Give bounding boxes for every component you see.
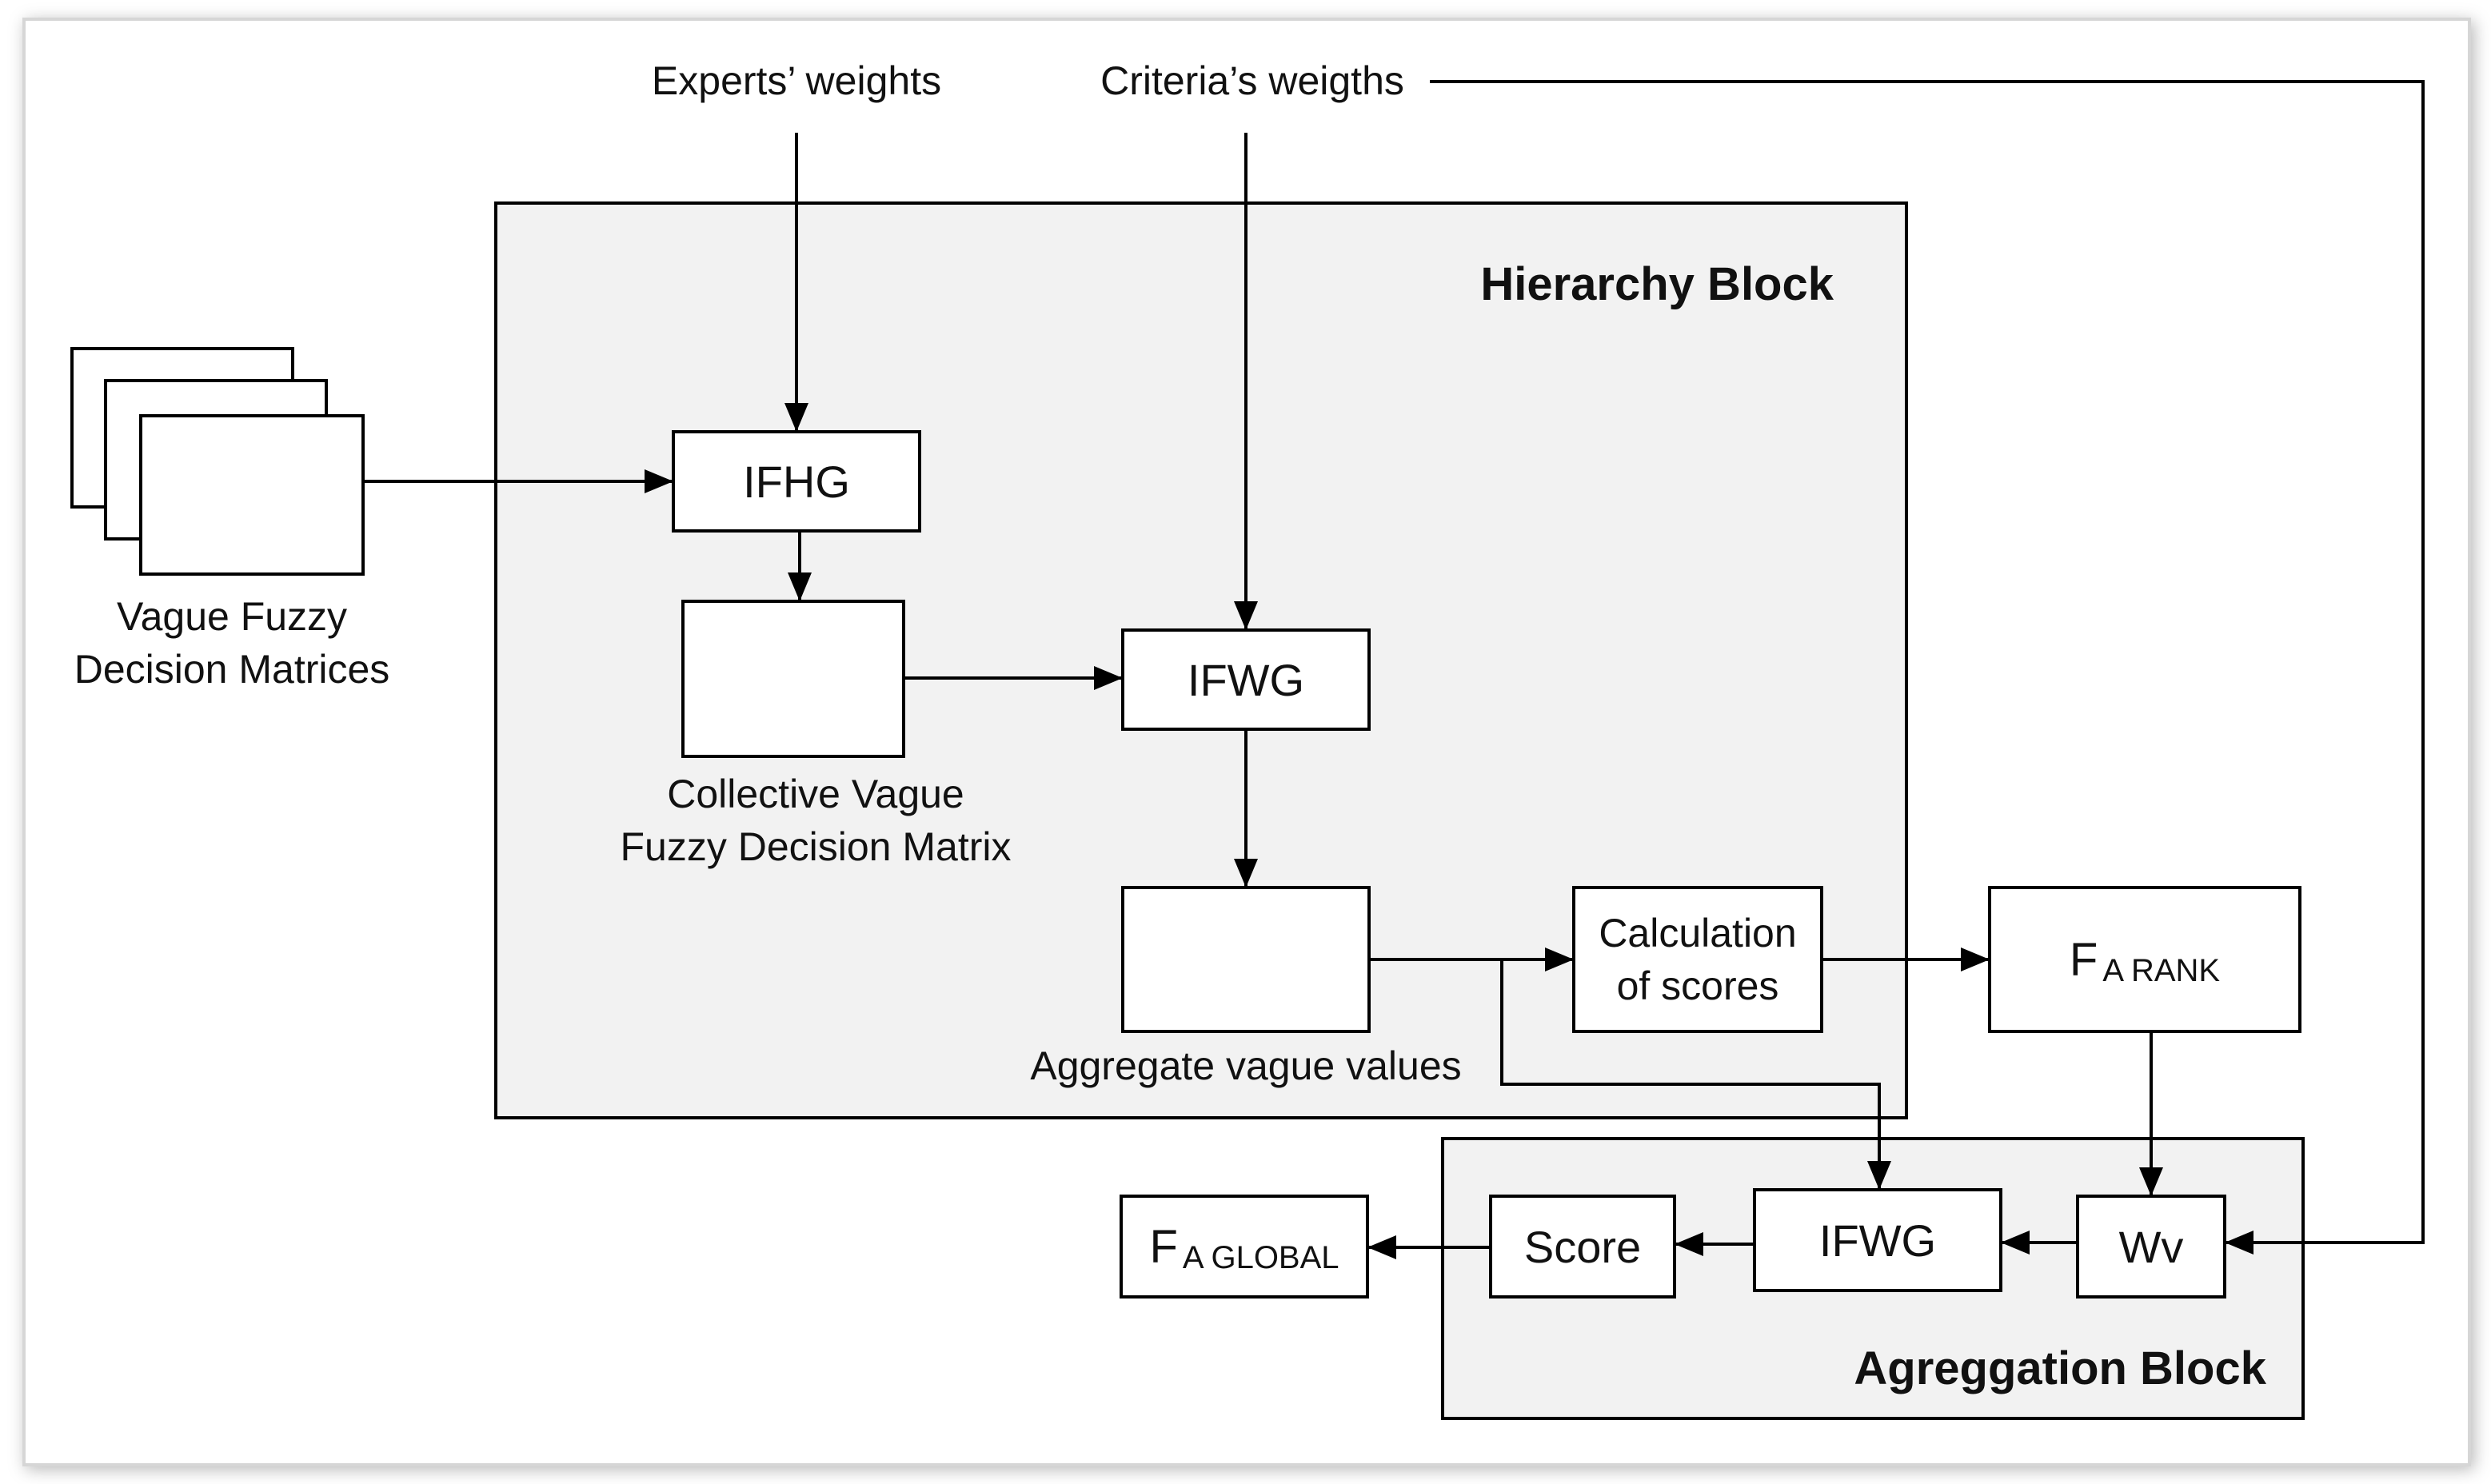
aggregation-block-title: Agreggation Block [1854,1342,2266,1394]
calculation-line2: of scores [1616,963,1779,1008]
collective-matrix-line2: Fuzzy Decision Matrix [620,824,1012,869]
score-label: Score [1523,1221,1642,1272]
collective-matrix-box [681,600,905,758]
matrices-label-line1: Vague Fuzzy [116,594,348,639]
ifwg-label: IFWG [1187,654,1305,705]
calculation-label: Calculation of scores [1574,888,1822,1031]
aggregate-values-box [1121,886,1371,1033]
global-subscript: A GLOBAL [1182,1239,1339,1275]
hierarchy-block-title: Hierarchy Block [1480,258,1834,310]
ifwg-aggregation-box [1753,1188,2002,1292]
matrices-label: Vague Fuzzy Decision Matrices [48,590,416,696]
global-main: F [1149,1220,1178,1273]
experts-weights-label: Experts’ weights [651,58,942,103]
wv-label: Wv [2118,1221,2184,1272]
ifhg-label: IFHG [743,456,850,507]
global-box [1120,1195,1369,1298]
rank-main: F [2069,933,2098,986]
criteria-weights-label: Criteria’s weigths [1100,58,1404,103]
wv-box [2076,1195,2226,1298]
matrices-label-line2: Decision Matrices [74,647,390,692]
matrix-sheet-front [139,414,365,576]
rank-box [1988,886,2301,1033]
aggregate-to-ifwg-arrow [1500,959,1891,1190]
criteria-to-wv-arrow [1430,80,2425,1255]
aggregate-values-label: Aggregate vague values [1030,1043,1462,1088]
calculation-line1: Calculation [1599,911,1797,955]
collective-matrix-line1: Collective Vague [667,772,964,816]
collective-matrix-label: Collective Vague Fuzzy Decision Matrix [592,768,1040,873]
ifhg-box [672,430,921,533]
rank-subscript: A RANK [2102,952,2221,988]
ifwg-aggregation-label: IFWG [1818,1215,1937,1266]
